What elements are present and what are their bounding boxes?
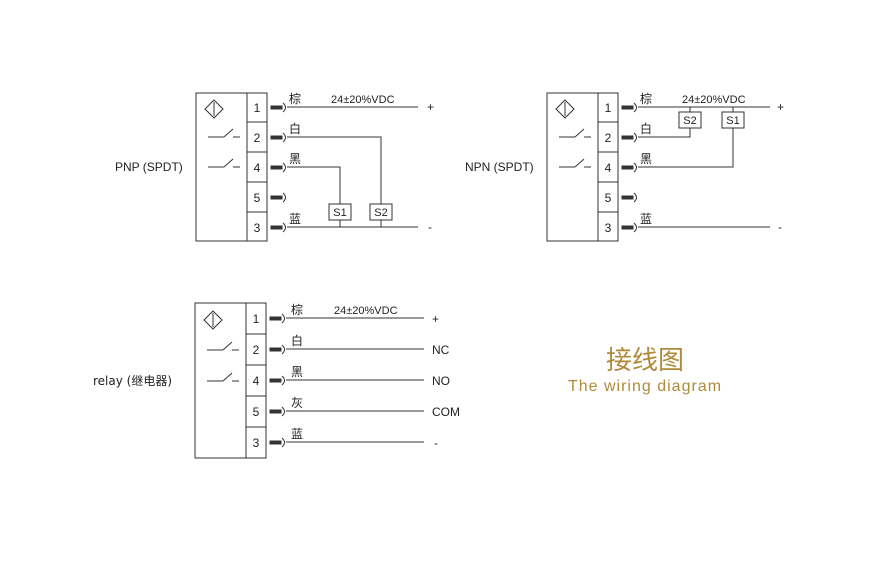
pnp-label: PNP (SPDT) bbox=[115, 160, 183, 174]
wire-color-label: 黑 bbox=[640, 152, 652, 166]
supply-voltage-label: 24±20%VDC bbox=[682, 94, 746, 106]
load-box-s2 bbox=[678, 111, 702, 129]
wire-color-label: 棕 bbox=[640, 91, 652, 106]
connector-pin-icon bbox=[269, 406, 285, 417]
npn-terminal-block bbox=[597, 92, 619, 242]
wire-color-label: 棕 bbox=[289, 91, 301, 106]
switch-symbol-icon bbox=[207, 372, 239, 382]
terminal-number: 1 bbox=[605, 101, 612, 115]
sensor-symbol-icon bbox=[555, 99, 575, 119]
plus-terminal-label: + bbox=[777, 100, 784, 114]
connector-pin-icon bbox=[269, 313, 285, 324]
connector-pin-icon bbox=[269, 437, 285, 448]
terminal-number: 5 bbox=[254, 191, 261, 205]
terminal-number: 4 bbox=[605, 161, 612, 175]
connector-pin-icon bbox=[269, 344, 285, 355]
connector-pin-icon bbox=[270, 192, 286, 203]
diagram-title-cn: 接线图 bbox=[606, 346, 684, 376]
sensor-symbol-icon bbox=[204, 99, 224, 119]
wire-color-label: 黑 bbox=[291, 365, 303, 379]
wire-color-label: 灰 bbox=[291, 396, 303, 410]
relay-terminal-block bbox=[245, 302, 267, 459]
switch-symbol-icon bbox=[207, 341, 239, 351]
relay-end-label: NO bbox=[432, 374, 450, 388]
switch-symbol-icon bbox=[208, 128, 240, 138]
connector-pin-icon bbox=[621, 192, 637, 203]
load-label: S1 bbox=[333, 207, 346, 219]
terminal-number: 3 bbox=[254, 221, 261, 235]
terminal-number: 2 bbox=[605, 131, 612, 145]
terminal-number: 5 bbox=[605, 191, 612, 205]
connector-pin-icon bbox=[621, 102, 637, 113]
connector-pin-icon bbox=[270, 102, 286, 113]
connector-pin-icon bbox=[269, 375, 285, 386]
npn-label: NPN (SPDT) bbox=[465, 160, 534, 174]
terminal-number: 2 bbox=[254, 131, 261, 145]
relay-end-label: + bbox=[432, 312, 439, 326]
wire-color-label: 白 bbox=[291, 333, 303, 348]
terminal-number: 5 bbox=[253, 405, 260, 419]
connector-pin-icon bbox=[621, 222, 637, 233]
sensor-symbol-icon bbox=[203, 310, 223, 330]
pnp-terminal-block bbox=[246, 92, 268, 242]
load-label: S1 bbox=[726, 115, 739, 127]
terminal-number: 1 bbox=[253, 312, 260, 326]
load-label: S2 bbox=[683, 115, 696, 127]
terminal-number: 4 bbox=[254, 161, 261, 175]
terminal-number: 3 bbox=[605, 221, 612, 235]
load-box-s2 bbox=[369, 203, 393, 221]
relay-end-label: COM bbox=[432, 405, 460, 419]
wire-color-label: 白 bbox=[289, 121, 301, 136]
load-box-s1 bbox=[721, 111, 745, 129]
connector-pin-icon bbox=[270, 222, 286, 233]
wire-color-label: 蓝 bbox=[640, 212, 652, 226]
connector-pin-icon bbox=[621, 132, 637, 143]
load-label: S2 bbox=[374, 207, 387, 219]
wire-color-label: 白 bbox=[640, 121, 652, 136]
minus-terminal-label: - bbox=[428, 220, 432, 234]
pnp-diagram: PNP (SPDT) 1 2 4 5 3 bbox=[115, 91, 434, 242]
wire-color-label: 蓝 bbox=[289, 212, 301, 226]
load-box-s1 bbox=[328, 203, 352, 221]
switch-symbol-icon bbox=[559, 128, 591, 138]
terminal-number: 3 bbox=[253, 436, 260, 450]
minus-terminal-label: - bbox=[778, 220, 782, 234]
supply-voltage-label: 24±20%VDC bbox=[331, 94, 395, 106]
relay-label: relay (继电器) bbox=[93, 374, 172, 388]
relay-diagram: relay (继电器) 1 2 4 5 3 棕 白 bbox=[93, 302, 460, 459]
terminal-number: 1 bbox=[254, 101, 261, 115]
wire-color-label: 黑 bbox=[289, 152, 301, 166]
terminal-number: 2 bbox=[253, 343, 260, 357]
diagram-title-en: The wiring diagram bbox=[568, 378, 722, 395]
switch-symbol-icon bbox=[559, 158, 591, 168]
plus-terminal-label: + bbox=[427, 100, 434, 114]
wire-color-label: 蓝 bbox=[291, 427, 303, 441]
terminal-number: 4 bbox=[253, 374, 260, 388]
connector-pin-icon bbox=[270, 162, 286, 173]
connector-pin-icon bbox=[621, 162, 637, 173]
connector-pin-icon bbox=[270, 132, 286, 143]
relay-end-label: - bbox=[434, 436, 438, 450]
supply-voltage-label: 24±20%VDC bbox=[334, 305, 398, 317]
switch-symbol-icon bbox=[208, 158, 240, 168]
relay-end-label: NC bbox=[432, 343, 450, 357]
npn-diagram: NPN (SPDT) 1 2 4 5 3 棕 白 bbox=[465, 91, 784, 242]
wire-color-label: 棕 bbox=[291, 302, 303, 317]
